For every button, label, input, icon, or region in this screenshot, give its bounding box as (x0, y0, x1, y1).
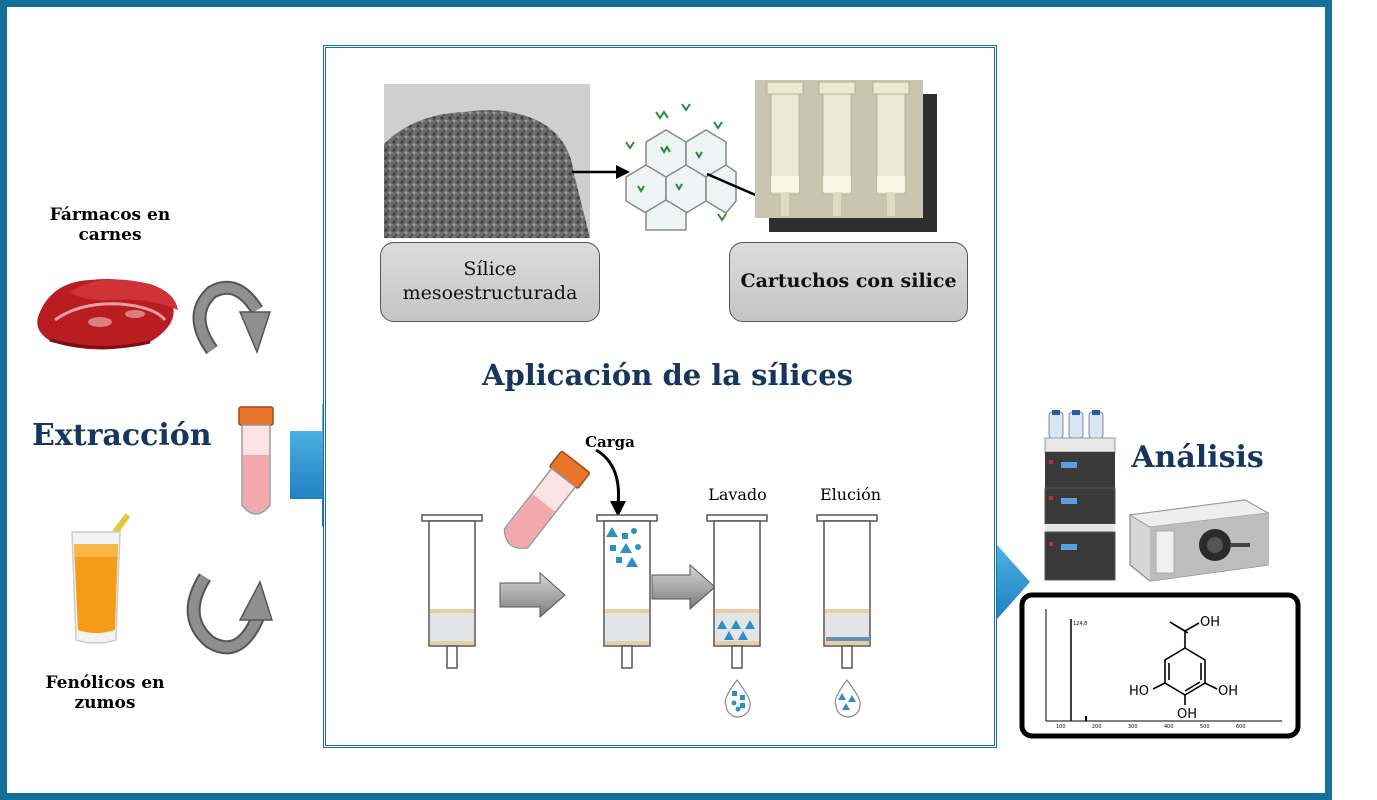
structure-label: OH (1218, 684, 1238, 699)
silica-label: Sílice mesoestructurada (402, 258, 578, 304)
cartridges-label: Cartuchos con silice (740, 270, 957, 293)
outer-frame (0, 0, 1332, 800)
ms-icon (1128, 499, 1270, 582)
analysis-label: Análisis (1131, 440, 1264, 475)
tube-icon (238, 406, 274, 515)
structure-label: OH (1200, 615, 1220, 630)
x-tick: 300 (1128, 724, 1138, 730)
extraction-label: Extracción (32, 418, 212, 453)
x-tick: 500 (1200, 724, 1210, 730)
structure-label: HO (1129, 684, 1149, 699)
juice-glass-icon (71, 513, 131, 644)
structure-label: OH (1177, 707, 1197, 722)
step-wash-label: Lavado (708, 485, 767, 504)
x-tick: 400 (1164, 724, 1174, 730)
circular-arrow-icon (192, 280, 272, 355)
spectrum-panel: 124,8 100 200 300 400 500 600 OH HO OH O… (1019, 592, 1301, 739)
application-title: Aplicación de la sílices (482, 358, 853, 392)
hexagonal-pores-icon (625, 103, 737, 231)
spe-steps (421, 448, 878, 718)
cartridges-label-box: Cartuchos con silice (729, 242, 968, 322)
meat-label: Fármacos en carnes (49, 205, 171, 246)
step-load-label: Carga (585, 433, 635, 451)
juice-label: Fenólicos en zumos (45, 673, 165, 714)
arrow-icon (572, 165, 630, 179)
x-tick: 200 (1092, 724, 1102, 730)
silica-label-box: Sílice mesoestructurada (380, 242, 600, 322)
circular-arrow-icon (186, 573, 274, 655)
x-tick: 600 (1236, 724, 1246, 730)
cartridges-photo (755, 80, 937, 232)
x-tick: 100 (1056, 724, 1066, 730)
hplc-icon (1044, 410, 1116, 581)
peak-label: 124,8 (1073, 621, 1087, 627)
meat-icon (37, 278, 178, 350)
tem-image (384, 84, 590, 238)
step-elution-label: Elución (819, 485, 882, 504)
